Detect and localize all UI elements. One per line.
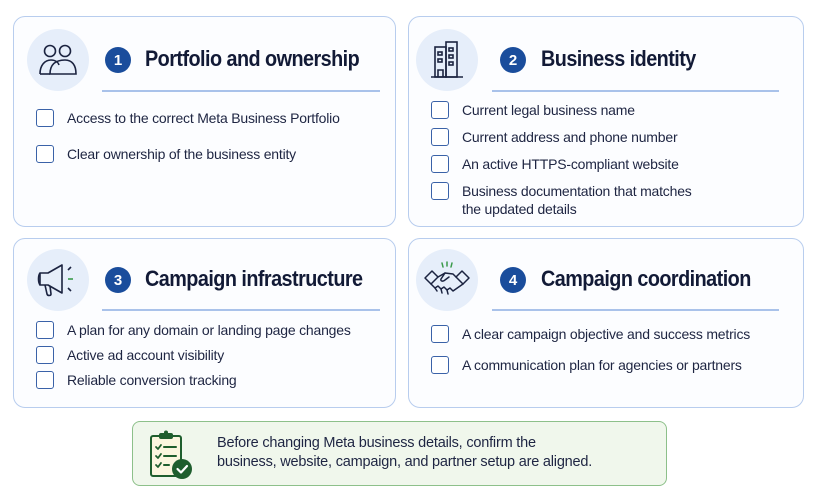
checklist-item-label: Access to the correct Meta Business Port… (67, 110, 340, 126)
card-campaign-infrastructure: 3 Campaign infrastructure A plan for any… (13, 238, 396, 408)
divider (492, 90, 779, 92)
checklist-item-label: Current legal business name (462, 102, 635, 118)
checklist-item-line: the updated details (462, 201, 577, 217)
checklist-item[interactable]: Access to the correct Meta Business Port… (36, 109, 340, 127)
divider (102, 90, 380, 92)
checkbox[interactable] (36, 145, 54, 163)
checklist-item-label: A communication plan for agencies or par… (462, 357, 742, 373)
checklist-item[interactable]: Current address and phone number (431, 128, 692, 146)
card-campaign-coordination: 4 Campaign coordination A clear campaign… (408, 238, 804, 408)
checklist-item[interactable]: Current legal business name (431, 101, 692, 119)
checklist-item-label: Clear ownership of the business entity (67, 146, 296, 162)
checkbox[interactable] (431, 128, 449, 146)
icon-circle (416, 249, 478, 311)
icon-circle (27, 29, 89, 91)
checklist-item[interactable]: A communication plan for agencies or par… (431, 356, 750, 374)
checklist-item-label: A plan for any domain or landing page ch… (67, 322, 351, 338)
step-number-badge: 4 (500, 267, 526, 293)
checklist-item[interactable]: Clear ownership of the business entity (36, 145, 340, 163)
card-title: Business identity (541, 46, 696, 71)
step-number-badge: 1 (105, 47, 131, 73)
icon-circle (27, 249, 89, 311)
building-icon (431, 41, 463, 78)
card-portfolio-ownership: 1 Portfolio and ownership Access to the … (13, 16, 396, 227)
checkbox[interactable] (36, 321, 54, 339)
checklist-item-label: Reliable conversion tracking (67, 372, 237, 388)
checklist-item-label: Current address and phone number (462, 129, 678, 145)
checklist-item-label: Active ad account visibility (67, 347, 225, 363)
divider (492, 309, 779, 311)
checkbox[interactable] (36, 109, 54, 127)
divider (102, 309, 380, 311)
checkbox[interactable] (36, 371, 54, 389)
people-icon (39, 44, 77, 75)
checklist-item[interactable]: An active HTTPS-compliant website (431, 155, 692, 173)
checkbox[interactable] (431, 356, 449, 374)
checkbox[interactable] (431, 155, 449, 173)
megaphone-icon (37, 264, 73, 297)
step-number-badge: 3 (105, 267, 131, 293)
checklist: A clear campaign objective and success m… (431, 325, 750, 374)
checkbox[interactable] (431, 101, 449, 119)
checklist-item[interactable]: Active ad account visibility (36, 346, 351, 364)
card-title: Campaign coordination (541, 266, 751, 291)
checklist: Access to the correct Meta Business Port… (36, 109, 340, 163)
checkbox[interactable] (431, 182, 449, 200)
checklist-item[interactable]: A plan for any domain or landing page ch… (36, 321, 351, 339)
checklist-item[interactable]: Business documentation that matches the … (431, 182, 692, 218)
icon-circle (416, 29, 478, 91)
checklist-item-label: An active HTTPS-compliant website (462, 156, 679, 172)
summary-note: Before changing Meta business details, c… (132, 421, 667, 486)
checklist-item-label: Business documentation that matches the … (462, 182, 692, 218)
checklist-item[interactable]: Reliable conversion tracking (36, 371, 351, 389)
checklist: Current legal business name Current addr… (431, 101, 692, 218)
checklist-item-line: Business documentation that matches (462, 183, 692, 199)
handshake-icon (424, 261, 470, 295)
checklist: A plan for any domain or landing page ch… (36, 321, 351, 389)
checklist-item-label: A clear campaign objective and success m… (462, 326, 751, 342)
card-title: Portfolio and ownership (145, 46, 360, 71)
checkbox[interactable] (431, 325, 449, 343)
checklist-item[interactable]: A clear campaign objective and success m… (431, 325, 750, 343)
card-title: Campaign infrastructure (145, 266, 363, 291)
step-number-badge: 2 (500, 47, 526, 73)
note-line: Before changing Meta business details, c… (217, 435, 536, 451)
clipboard-check-icon (150, 430, 192, 479)
card-business-identity: 2 Business identity Current legal busine… (408, 16, 804, 227)
note-line: business, website, campaign, and partner… (217, 454, 593, 470)
note-text: Before changing Meta business details, c… (217, 434, 592, 472)
checkbox[interactable] (36, 346, 54, 364)
